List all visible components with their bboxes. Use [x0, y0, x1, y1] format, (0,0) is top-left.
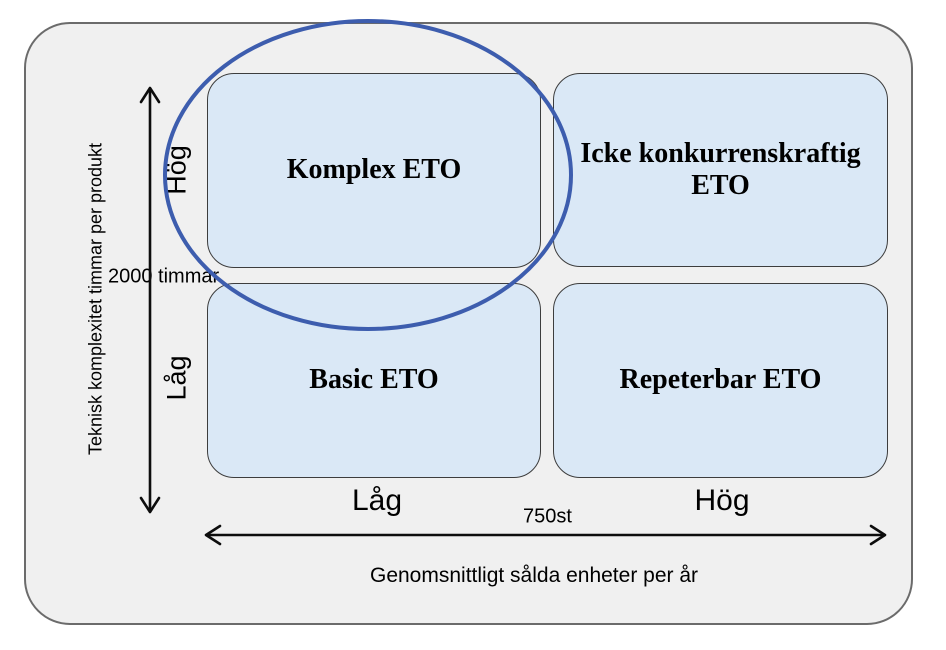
y-axis-high-label: Hög — [161, 145, 192, 195]
quadrant-repeterbar-eto: Repeterbar ETO — [553, 283, 888, 478]
y-axis-threshold-label: 2000 timmar — [108, 265, 220, 288]
quadrant-label: Icke konkurrenskraftig ETO — [580, 137, 861, 201]
x-axis-low-label: Låg — [351, 484, 403, 517]
quadrant-basic-eto: Basic ETO — [207, 283, 541, 478]
x-axis-threshold-label: 750st — [523, 505, 572, 528]
x-axis-high-label: Hög — [694, 484, 750, 517]
quadrant-label: Basic ETO — [309, 364, 439, 396]
x-axis-title: Genomsnittligt sålda enheter per år — [369, 564, 699, 587]
y-axis-title: Teknisk komplexitet timmar per produkt — [85, 142, 106, 456]
quadrant-komplex-eto: Komplex ETO — [207, 73, 541, 268]
quadrant-icke-konkurrenskraftig-eto: Icke konkurrenskraftig ETO — [553, 73, 888, 267]
y-axis-low-label: Låg — [161, 355, 192, 401]
quadrant-label: Repeterbar ETO — [619, 364, 822, 396]
quadrant-label: Komplex ETO — [286, 154, 462, 186]
